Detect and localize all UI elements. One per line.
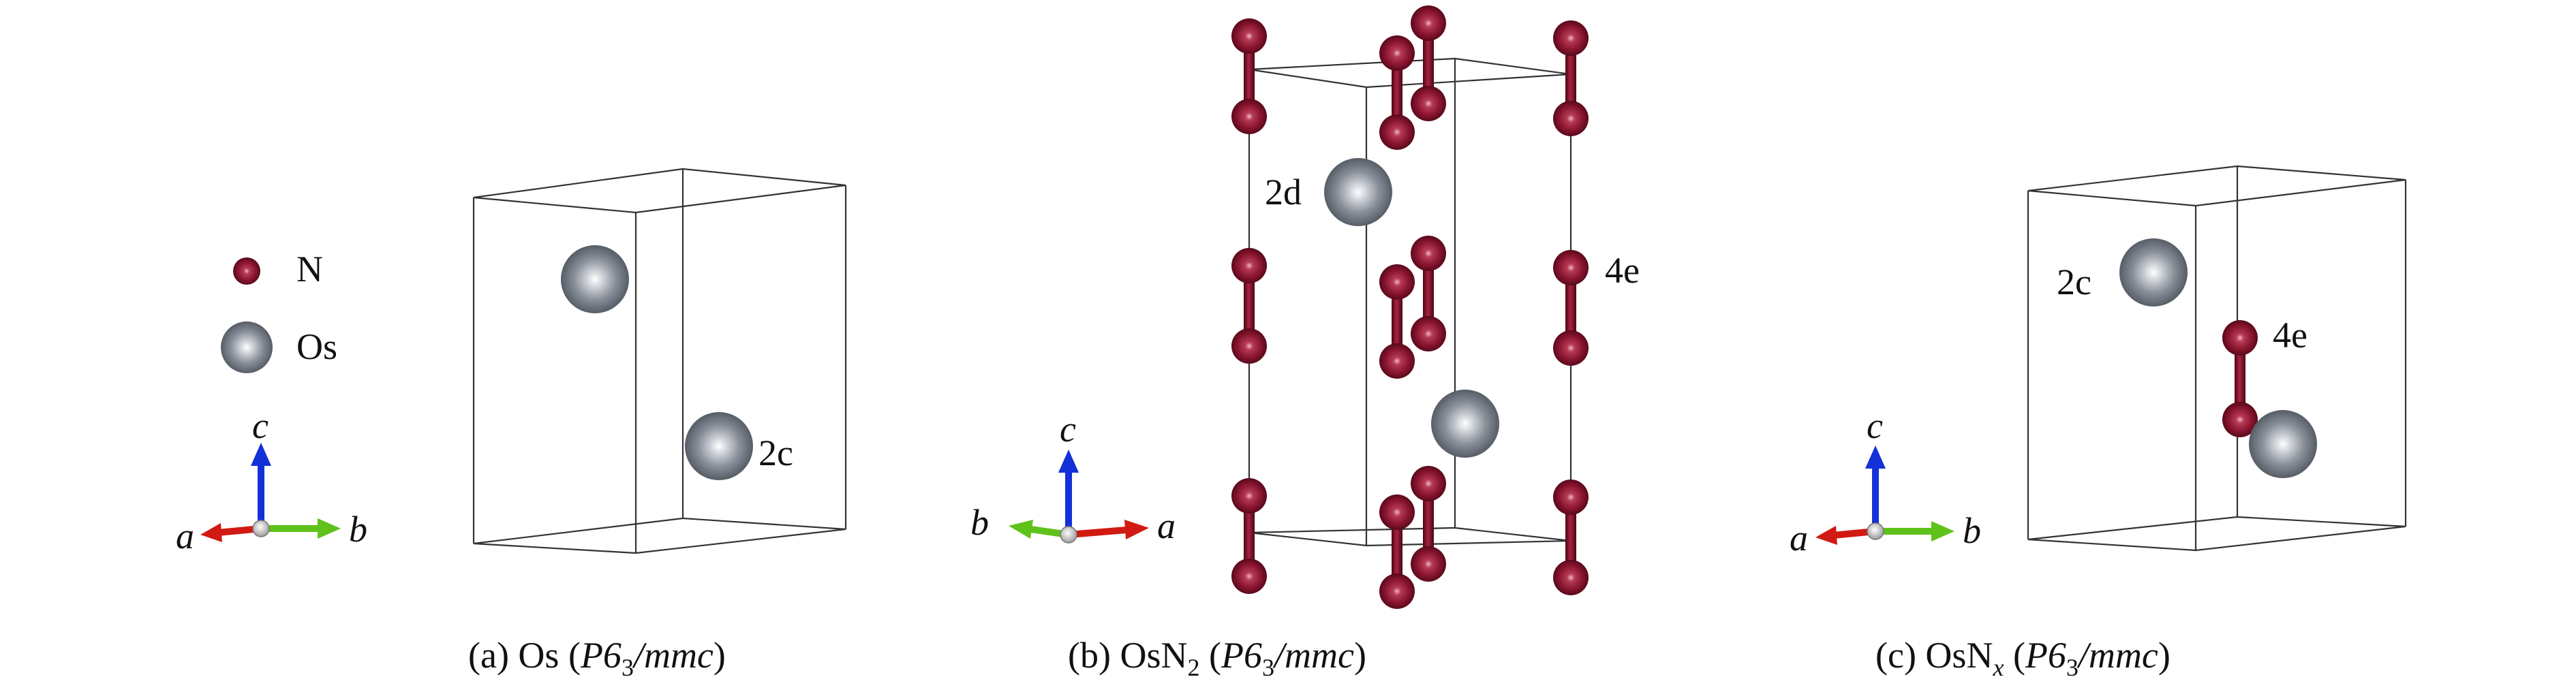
axis-a-label: a — [1790, 518, 1808, 559]
axes-triad-b: c a b — [970, 409, 1176, 546]
unit-cell-c — [2027, 165, 2407, 552]
n-atom — [1553, 479, 1589, 515]
axis-a-arrowhead — [200, 523, 222, 542]
axis-b-arrowhead — [1009, 520, 1033, 539]
n-atom — [1411, 236, 1446, 271]
site-label-2d: 2d — [1265, 172, 1302, 213]
n-atom — [1231, 478, 1267, 514]
axis-c-arrowhead — [1865, 445, 1886, 469]
panel-a: N Os c b a 2c (a) Os ( — [176, 168, 847, 681]
os-atom — [2249, 410, 2317, 478]
axis-a-arrowhead — [1815, 526, 1837, 545]
legend-osmium-atom — [221, 321, 273, 373]
axis-a-label: a — [176, 516, 194, 556]
caption-c: (c) OsNx (P63/mmc) — [1875, 635, 2171, 681]
site-label-2c: 2c — [758, 432, 793, 473]
n-atom — [1379, 494, 1415, 530]
n-atom — [1411, 466, 1446, 501]
n-atom — [2222, 320, 2258, 356]
n-atom — [1231, 328, 1267, 364]
axis-c-arrowhead — [251, 443, 271, 466]
n-atom — [1553, 560, 1589, 595]
panel-c: c b a 2c 4e (c) OsNx (P63/mmc) — [1790, 165, 2407, 681]
n-atom — [1411, 5, 1446, 41]
axis-a-arrowhead — [1124, 520, 1149, 539]
n2-dimers — [1231, 5, 1589, 609]
n-atom — [1379, 114, 1415, 150]
legend-nitrogen-atom — [233, 257, 260, 285]
axes-origin — [252, 520, 270, 537]
panel-b: c a b — [970, 5, 1640, 681]
legend: N Os — [221, 249, 337, 373]
n-atom — [1553, 101, 1589, 136]
n-atom — [1411, 86, 1446, 121]
os-atom — [685, 412, 753, 480]
axis-b-label: b — [1963, 510, 1981, 551]
axis-b-arrowhead — [1931, 521, 1954, 541]
os-atom — [1324, 158, 1392, 226]
site-label-2c: 2c — [2057, 262, 2091, 302]
axis-b-label: b — [970, 502, 989, 543]
n-atom — [1411, 316, 1446, 351]
unit-cell-a — [472, 168, 847, 554]
os-atom — [2119, 238, 2188, 306]
n-atom — [1379, 264, 1415, 300]
n-atom — [1553, 20, 1589, 56]
axes-triad-c: c b a — [1790, 405, 1981, 559]
axis-b-arrowhead — [318, 518, 341, 539]
n-atom — [1231, 18, 1267, 54]
n-atom — [1553, 330, 1589, 366]
n-atom — [1411, 546, 1446, 582]
legend-nitrogen-label: N — [296, 249, 323, 289]
n-atom — [1379, 343, 1415, 379]
n-atom — [1231, 559, 1267, 594]
site-label-4e: 4e — [1605, 250, 1640, 291]
legend-osmium-label: Os — [296, 326, 337, 367]
axes-origin — [1867, 522, 1884, 540]
os-atom — [561, 245, 629, 313]
n-atom — [2222, 402, 2258, 437]
axis-b-label: b — [349, 509, 367, 550]
n-atom — [1379, 35, 1415, 71]
axis-c-label: c — [1060, 409, 1076, 450]
n-atom — [1231, 248, 1267, 283]
caption-b: (b) OsN2 (P63/mmc) — [1068, 635, 1366, 681]
axis-a-arrow — [1068, 526, 1128, 538]
site-label-4e: 4e — [2273, 315, 2307, 356]
n-atom — [1553, 250, 1589, 285]
axes-triad-a: c b a — [176, 405, 367, 556]
axis-a-label: a — [1157, 505, 1176, 546]
n-atom — [1379, 573, 1415, 609]
axis-c-label: c — [252, 405, 269, 446]
axis-c-arrowhead — [1058, 450, 1079, 473]
axes-origin — [1060, 526, 1077, 544]
os-atom — [1431, 390, 1499, 458]
n-atom — [1231, 99, 1267, 134]
axis-c-label: c — [1867, 405, 1883, 446]
caption-a: (a) Os (P63/mmc) — [468, 635, 726, 681]
